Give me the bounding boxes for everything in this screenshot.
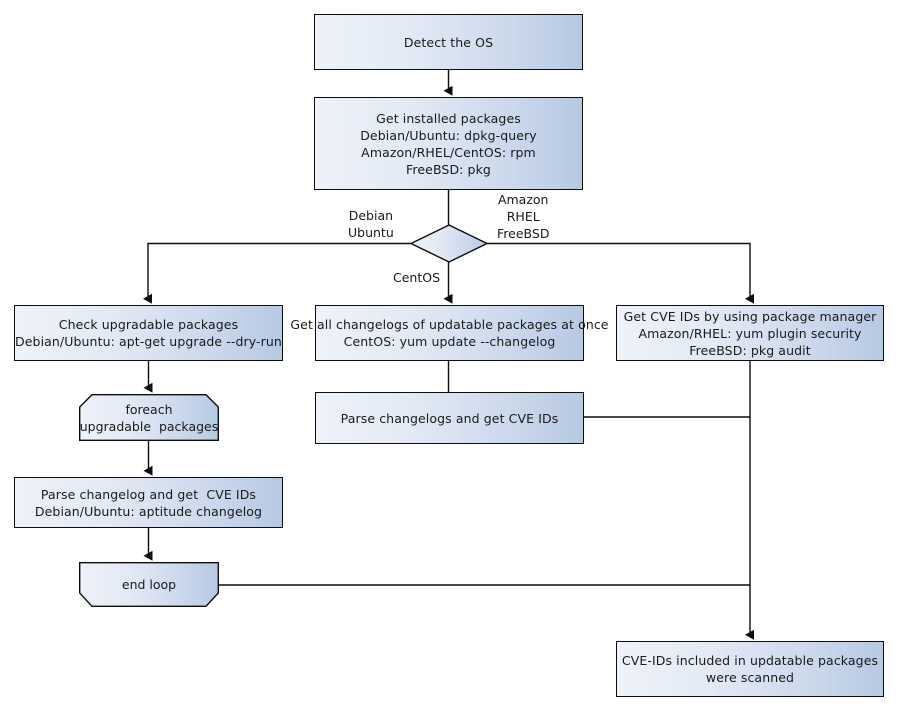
node-cve-ids-scanned-label: CVE-IDs included in updatable packages w… — [621, 653, 879, 685]
node-foreach-upgradable-packages[interactable]: foreach upgradable packages — [78, 393, 220, 441]
node-parse-changelogs-cve-ids-label: Parse changelogs and get CVE IDs — [340, 410, 559, 426]
node-get-installed-packages-label: Get installed packages Debian/Ubuntu: dp… — [360, 110, 537, 177]
node-detect-os[interactable]: Detect the OS — [314, 14, 583, 70]
edge-label-centos: CentOS — [393, 270, 441, 285]
node-get-all-changelogs[interactable]: Get all changelogs of updatable packages… — [290, 305, 609, 361]
node-parse-changelogs-cve-ids[interactable]: Parse changelogs and get CVE IDs — [315, 392, 584, 444]
edge-decision-to-cve-pkg-manager — [487, 242, 754, 304]
edge-label-debian-ubuntu: Debian Ubuntu — [348, 208, 394, 240]
edge-label-amazon-rhel-freebsd: Amazon RHEL FreeBSD — [497, 192, 550, 241]
node-check-upgradable-packages[interactable]: Check upgradable packages Debian/Ubuntu:… — [14, 305, 283, 361]
os-decision-diamond[interactable] — [409, 224, 489, 263]
node-parse-changelog-cve-ids-label: Parse changelog and get CVE IDs Debian/U… — [34, 486, 263, 519]
node-check-upgradable-packages-label: Check upgradable packages Debian/Ubuntu:… — [15, 317, 282, 349]
node-get-installed-packages[interactable]: Get installed packages Debian/Ubuntu: dp… — [314, 97, 583, 190]
edge-decision-to-check-upgradable — [143, 242, 411, 304]
node-get-cve-ids-pkg-manager-label: Get CVE IDs by using package manager Ama… — [623, 309, 877, 358]
node-cve-ids-scanned[interactable]: CVE-IDs included in updatable packages w… — [616, 641, 884, 697]
node-get-all-changelogs-label: Get all changelogs of updatable packages… — [290, 317, 609, 349]
node-get-cve-ids-pkg-manager[interactable]: Get CVE IDs by using package manager Ama… — [616, 305, 884, 361]
node-detect-os-label: Detect the OS — [403, 34, 494, 50]
node-foreach-upgradable-packages-label: foreach upgradable packages — [79, 401, 219, 434]
node-end-loop[interactable]: end loop — [78, 561, 220, 607]
node-parse-changelog-cve-ids[interactable]: Parse changelog and get CVE IDs Debian/U… — [14, 477, 283, 528]
node-end-loop-label: end loop — [121, 577, 177, 592]
